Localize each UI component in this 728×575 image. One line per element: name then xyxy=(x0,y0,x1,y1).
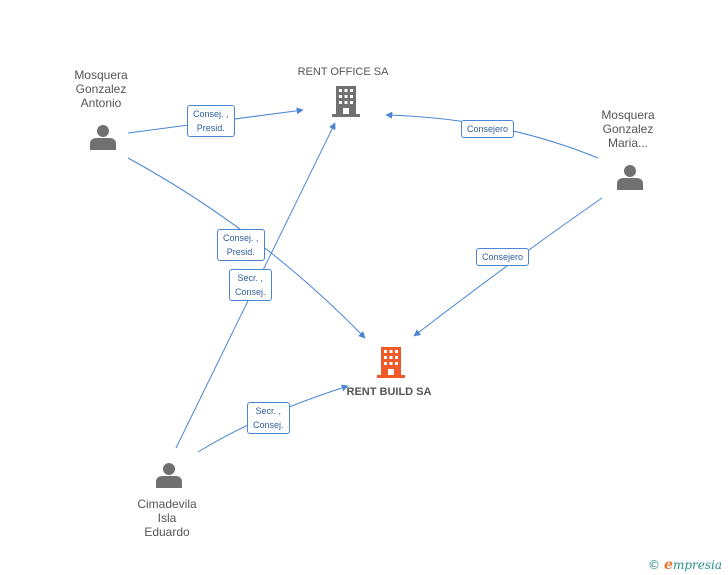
edge-label-cie-office: Secr. ,Consej. xyxy=(229,269,272,301)
brand-footer: ©empresia xyxy=(648,557,722,573)
building-icon[interactable] xyxy=(332,86,360,117)
edge-label-mga-office: Consej. ,Presid. xyxy=(187,105,235,137)
brand-logo-text: mpresia xyxy=(672,558,722,572)
person-icon[interactable] xyxy=(90,125,116,150)
copyright-icon: © xyxy=(648,558,661,572)
company-name-rent-office[interactable]: RENT OFFICE SA xyxy=(297,66,389,78)
person-name-mosquera-gonzalez-maria[interactable]: Mosquera Gonzalez Maria... xyxy=(601,108,655,150)
person-icon[interactable] xyxy=(156,463,182,488)
person-name-cimadevila-isla-eduardo[interactable]: Cimadevila Isla Eduardo xyxy=(137,497,197,539)
brand-logo-initial: e xyxy=(664,557,673,573)
edge-label-mgm-office: Consejero xyxy=(461,120,515,138)
edge-label-cie-build: Secr. ,Consej. xyxy=(247,402,290,434)
edge-mgm-build xyxy=(413,197,603,337)
edge-label-mgm-build: Consejero xyxy=(476,248,530,266)
building-icon[interactable] xyxy=(377,347,405,378)
person-icon[interactable] xyxy=(617,165,643,190)
person-name-mosquera-gonzalez-antonio[interactable]: Mosquera Gonzalez Antonio xyxy=(74,68,128,110)
edge-label-mga-build: Consej. ,Presid. xyxy=(217,229,265,261)
company-name-rent-build[interactable]: RENT BUILD SA xyxy=(346,386,432,398)
